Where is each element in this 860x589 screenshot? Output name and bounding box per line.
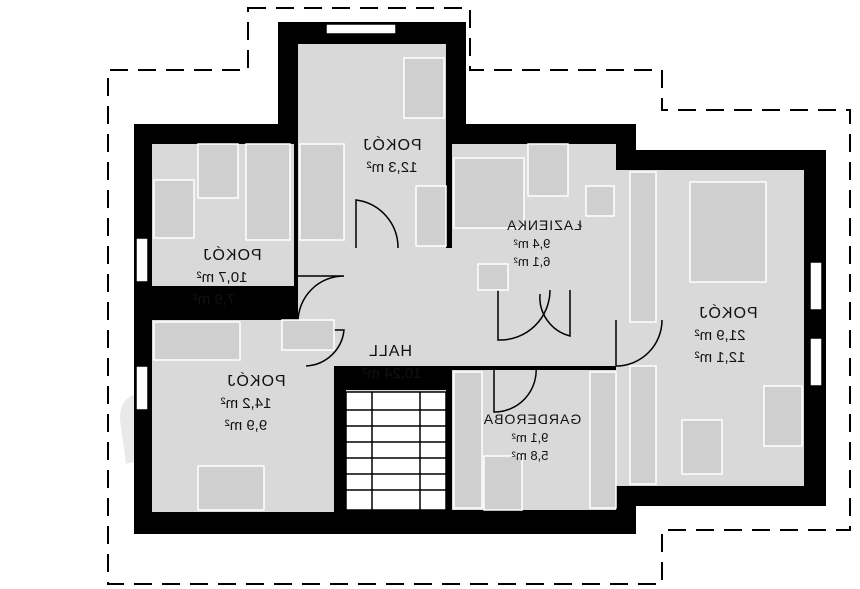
bed-left-room <box>245 143 291 241</box>
room-left-name: POKÓJ <box>202 245 261 264</box>
bath-cabinet <box>527 143 569 197</box>
room-bottom-left-name: POKÓJ <box>226 371 285 390</box>
bathroom-area-1: 9,4 m² <box>513 236 551 251</box>
room-right-area-2: 12,1 m² <box>695 349 746 366</box>
room-right-name: POKÓJ <box>698 303 757 322</box>
furniture <box>153 57 803 511</box>
room-top-area-1: 12,3 m² <box>367 159 418 176</box>
desk-bottom-left-room <box>197 465 265 511</box>
cabinet-top-room <box>415 185 447 247</box>
bed-right-room <box>689 181 767 283</box>
sink <box>585 185 615 217</box>
bathroom-name: ŁAZIENKA <box>506 217 582 233</box>
roof-outline <box>107 7 851 585</box>
bed-bottom-left-room <box>153 321 241 361</box>
desk-top-room <box>403 57 445 119</box>
hall-name: HALL <box>368 343 412 360</box>
cabinet-right-room <box>681 419 723 475</box>
bed-top-room <box>299 143 345 241</box>
room-labels: POKÓJ 12,3 m² POKÓJ 10,7 m² 7,9 m² POKÓJ… <box>193 135 758 463</box>
wardrobe-right-rack <box>589 371 617 509</box>
wardrobe-name: GARDEROBA <box>483 411 581 427</box>
washbasin <box>477 263 509 291</box>
wardrobe-left-rack <box>453 371 483 509</box>
desk-left-room <box>153 179 195 239</box>
windows <box>135 23 823 411</box>
wardrobe-right-room-bottom <box>629 365 657 485</box>
staircase <box>345 391 447 511</box>
room-left-area-2: 7,9 m² <box>193 291 236 308</box>
room-bottom-left-area-2: 9,9 m² <box>225 417 268 434</box>
bathtub <box>453 157 525 229</box>
room-bottom-left-area-1: 14,2 m² <box>221 395 272 412</box>
doors <box>297 199 663 413</box>
cabinet-left-room <box>197 143 239 199</box>
cabinet-bottom-left-room <box>281 319 335 351</box>
room-top-name: POKÓJ <box>362 135 421 154</box>
hall-area-1: 10,24 m² <box>362 365 421 382</box>
wardrobe-area-2: 5,8 m² <box>511 448 549 463</box>
wardrobe-cabinet <box>483 455 523 511</box>
desk-right-room <box>763 385 803 447</box>
room-right-area-1: 21,9 m² <box>695 327 746 344</box>
room-left-area-1: 10,7 m² <box>197 269 248 286</box>
wardrobe-right-room-top <box>629 171 657 323</box>
bathroom-area-2: 6,1 m² <box>513 254 551 269</box>
wardrobe-area-1: 9,1 m² <box>511 430 549 445</box>
